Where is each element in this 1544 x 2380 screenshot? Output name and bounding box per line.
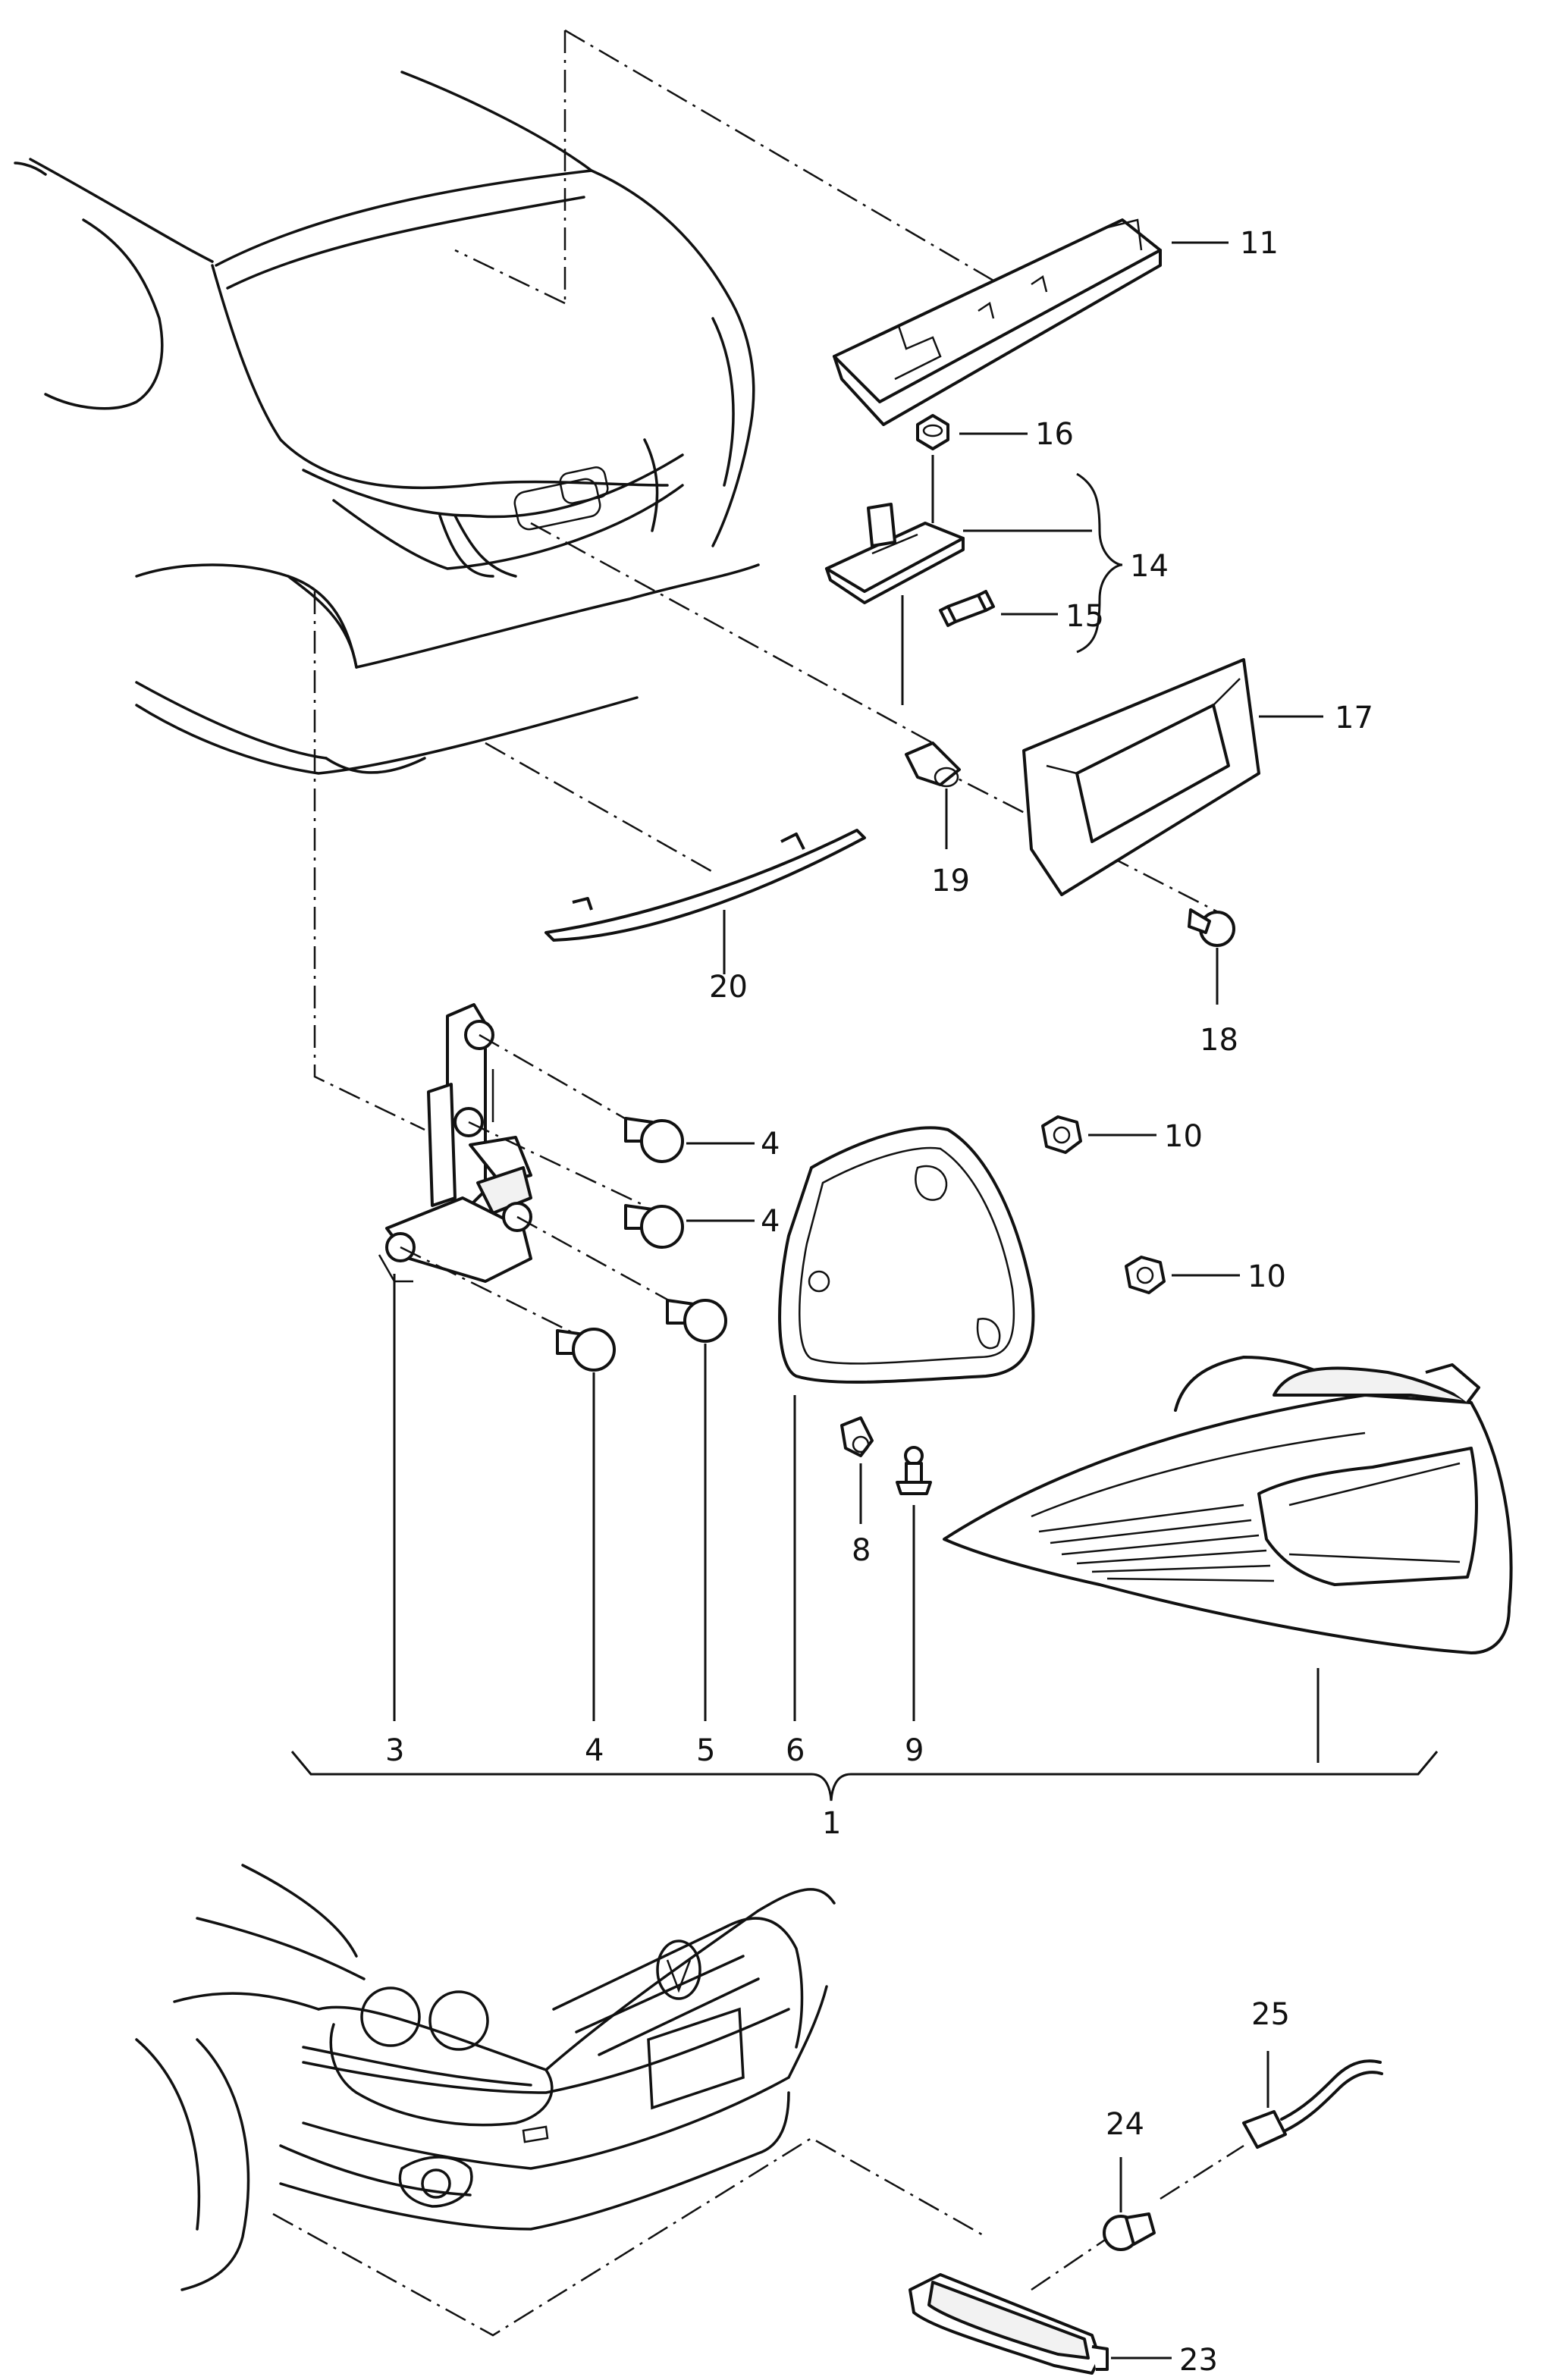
expanding-nut	[905, 742, 961, 788]
side-marker-light	[909, 2273, 1109, 2375]
screw	[1188, 908, 1235, 947]
bolt	[624, 1117, 684, 1163]
callout-4c: 4	[585, 1733, 604, 1768]
clip	[840, 1416, 874, 1457]
callout-14: 14	[1130, 549, 1169, 584]
assembly-guide-line	[400, 1246, 577, 1336]
callout-6: 6	[786, 1733, 805, 1768]
hex-nut	[1041, 1115, 1082, 1154]
callout-25: 25	[1251, 1997, 1290, 2032]
bulb-socket-with-wire	[1242, 2059, 1383, 2149]
callout-1: 1	[822, 1806, 841, 1841]
callout-20: 20	[709, 970, 748, 1005]
callout-15: 15	[1065, 599, 1104, 634]
assembly-guide-line	[272, 2137, 987, 2337]
callout-3: 3	[385, 1733, 404, 1768]
callout-9: 9	[905, 1733, 924, 1768]
bolt	[624, 1204, 684, 1249]
stud	[896, 1446, 932, 1495]
wedge-bulb	[1103, 2212, 1156, 2251]
rear-reflector-strip	[544, 829, 866, 942]
assembly-guide-line	[468, 1121, 645, 1207]
callout-17: 17	[1335, 701, 1373, 735]
callout-19: 19	[931, 864, 970, 898]
callout-11: 11	[1240, 226, 1279, 261]
assembly-guide-line	[564, 29, 994, 282]
callout-8: 8	[852, 1533, 871, 1568]
assembly-guide-line	[454, 249, 566, 305]
front-car-illustration	[135, 1864, 836, 2291]
rear-car-illustration	[14, 71, 760, 775]
callout-10b: 10	[1247, 1259, 1286, 1294]
high-mount-brake-light	[833, 218, 1162, 426]
tail-light-assembly	[943, 1356, 1513, 1654]
group-bracket	[290, 1751, 1439, 1801]
assembly-guide-line	[530, 522, 934, 745]
callout-24: 24	[1106, 2107, 1144, 2142]
hex-nut	[1125, 1256, 1166, 1294]
assembly-guide-line	[1160, 2144, 1244, 2200]
callout-18: 18	[1200, 1023, 1238, 1058]
nut	[916, 414, 949, 450]
license-plate-light	[825, 503, 965, 604]
assembly-guide-line	[479, 1033, 645, 1131]
callout-23: 23	[1179, 2343, 1218, 2378]
callout-4a: 4	[761, 1127, 780, 1162]
callout-5: 5	[696, 1733, 715, 1768]
festoon-bulb	[939, 590, 995, 627]
callout-10a: 10	[1164, 1119, 1203, 1154]
assembly-guide-line	[1031, 2216, 1138, 2291]
assembly-guide-line	[313, 591, 425, 1131]
tail-light-gasket	[778, 1126, 1035, 1384]
tail-light-carrier	[378, 1003, 532, 1283]
assembly-guide-line	[516, 1215, 683, 1309]
bolt	[666, 1299, 727, 1343]
bolt	[556, 1328, 616, 1372]
license-plate-bracket	[1022, 658, 1260, 896]
callout-16: 16	[1035, 417, 1074, 452]
assembly-guide-line	[485, 742, 714, 873]
callout-4b: 4	[761, 1204, 780, 1239]
